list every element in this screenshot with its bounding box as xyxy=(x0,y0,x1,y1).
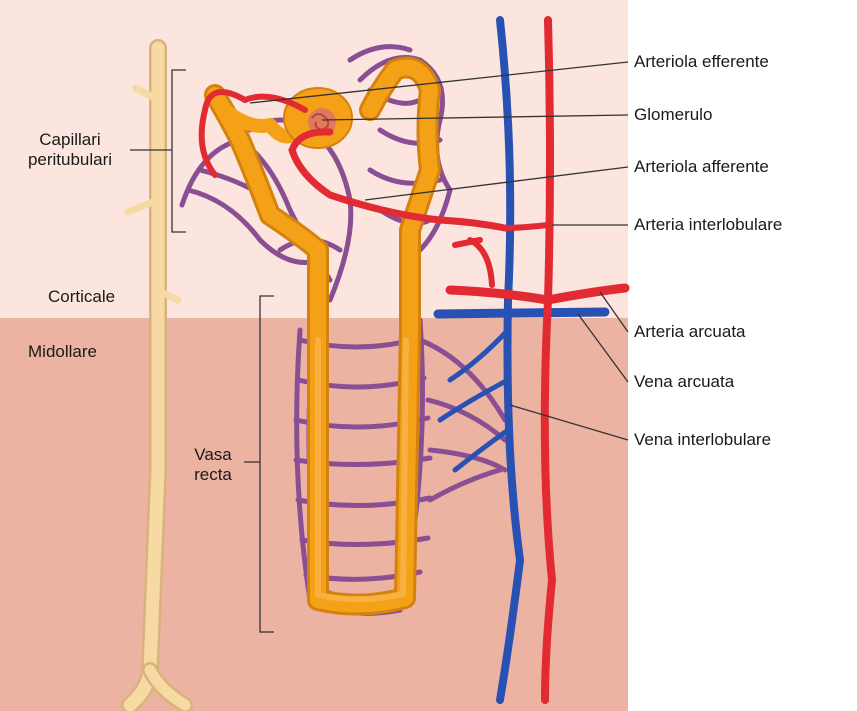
label-arteria-interlobulare: Arteria interlobulare xyxy=(634,215,782,235)
arcuate-vein xyxy=(438,312,605,314)
label-vasa-line1: Vasa xyxy=(184,445,242,465)
label-glomerulo: Glomerulo xyxy=(634,105,712,125)
label-vena-interlobulare: Vena interlobulare xyxy=(634,430,771,450)
label-capillari-line1: Capillari xyxy=(10,130,130,150)
label-capillari-peritubulari: Capillari peritubulari xyxy=(10,130,130,170)
label-vena-arcuata: Vena arcuata xyxy=(634,372,734,392)
label-arteriola-efferente: Arteriola efferente xyxy=(634,52,769,72)
label-corticale: Corticale xyxy=(48,287,115,307)
label-arteria-arcuata: Arteria arcuata xyxy=(634,322,746,342)
label-midollare: Midollare xyxy=(28,342,97,362)
label-arteriola-afferente: Arteriola afferente xyxy=(634,157,769,177)
label-vasa-recta: Vasa recta xyxy=(184,445,242,485)
glomerulus-capsule xyxy=(284,88,352,148)
label-vasa-line2: recta xyxy=(184,465,242,485)
label-capillari-line2: peritubulari xyxy=(10,150,130,170)
